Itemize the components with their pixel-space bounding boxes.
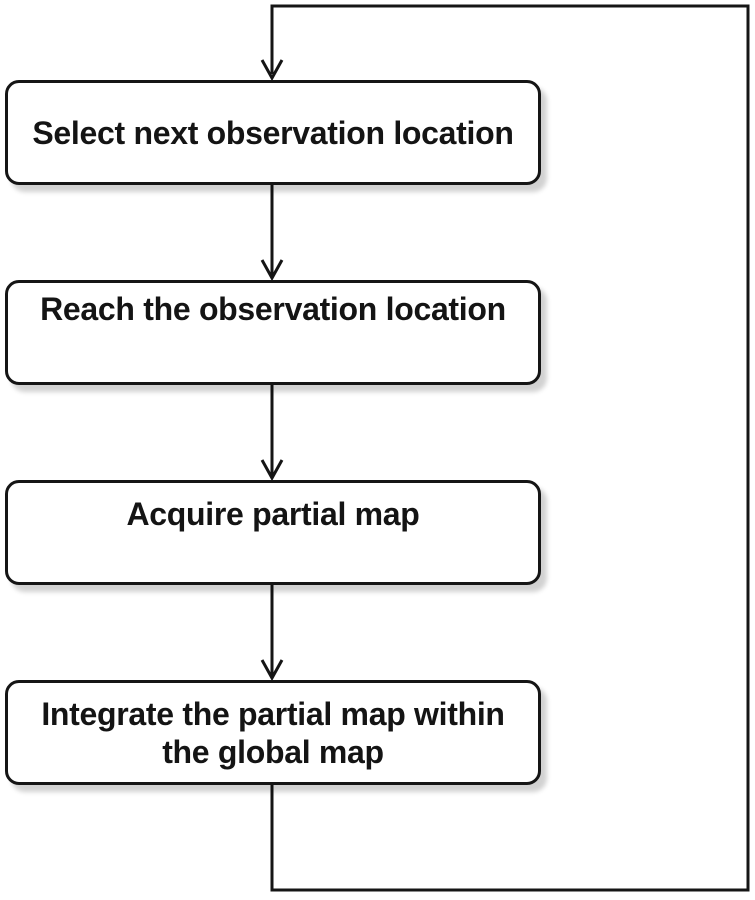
arrowhead-into-step-4: [260, 659, 284, 682]
step-4-label: Integrate the partial map within the glo…: [41, 695, 505, 770]
step-acquire-partial-map: Acquire partial map: [5, 480, 541, 585]
step-select-next-observation-location: Select next observation location: [5, 80, 541, 185]
step-reach-observation-location: Reach the observation location: [5, 280, 541, 385]
arrowhead-into-step-1: [260, 59, 284, 82]
loop-back-connector: [270, 4, 750, 892]
step-1-label: Select next observation location: [32, 114, 514, 151]
step-3-label: Acquire partial map: [126, 496, 420, 532]
step-2-label: Reach the observation location: [40, 291, 506, 327]
step-integrate-partial-map: Integrate the partial map within the glo…: [5, 680, 541, 785]
arrowhead-into-step-2: [260, 259, 284, 282]
arrowhead-into-step-3: [260, 459, 284, 482]
